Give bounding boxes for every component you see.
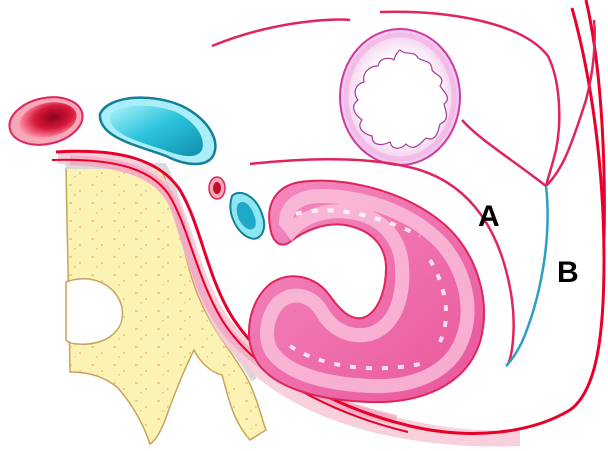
mesenteric-vessels (209, 177, 264, 239)
stomach (340, 29, 460, 165)
label-a: A (478, 200, 500, 233)
small-intestine (249, 181, 484, 402)
aorta (5, 91, 87, 151)
label-b: B (557, 256, 579, 289)
